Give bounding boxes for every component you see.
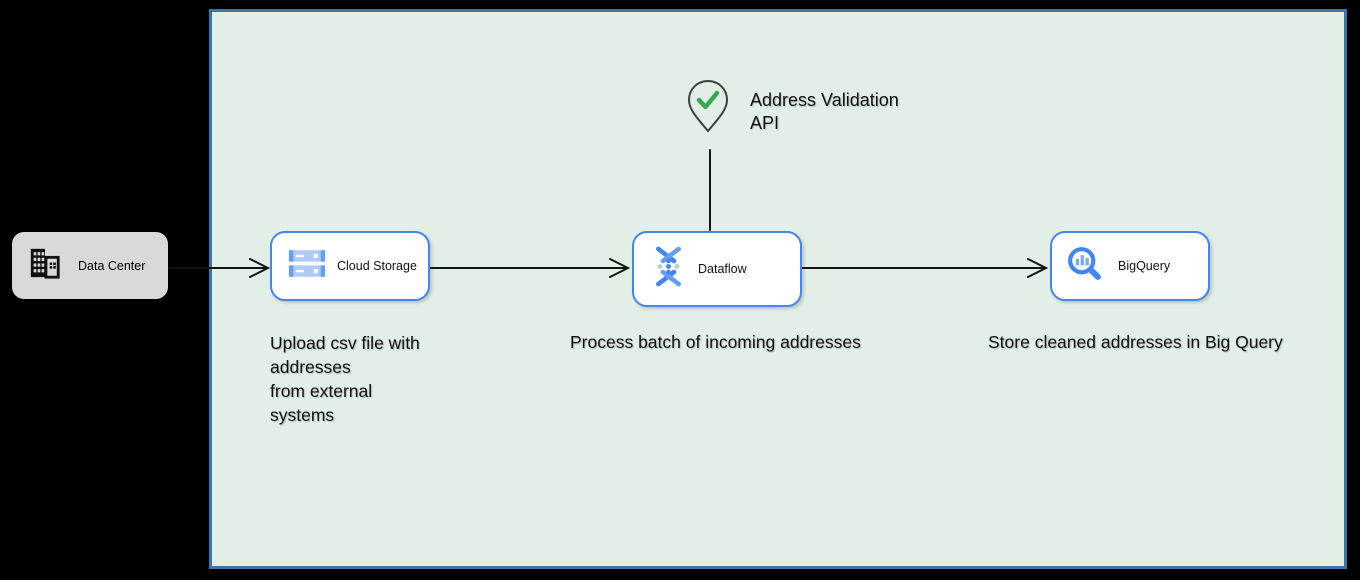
node-cloud-storage[interactable]: Cloud Storage [270,231,430,301]
bigquery-icon [1066,245,1103,287]
node-bigquery[interactable]: BigQuery [1050,231,1210,301]
building-icon [28,246,62,285]
node-label: Cloud Storage [337,259,417,273]
node-label: BigQuery [1118,259,1171,273]
cloud-storage-icon [288,248,326,284]
node-data-center[interactable]: Data Center [12,232,168,299]
dataflow-icon [650,246,687,292]
caption-process-batch: Process batch of incoming addresses [570,332,861,352]
caption-upload-csv: Upload csv file with addresses from exte… [270,333,420,425]
node-address-validation-api[interactable] [686,79,730,133]
node-dataflow[interactable]: Dataflow [632,231,802,307]
annotation-address-validation-api: Address Validation API [750,90,899,133]
caption-store-cleaned: Store cleaned addresses in Big Query [988,332,1283,352]
node-label: Dataflow [698,262,747,276]
node-label: Data Center [78,258,146,273]
map-pin-check-icon [687,79,729,133]
